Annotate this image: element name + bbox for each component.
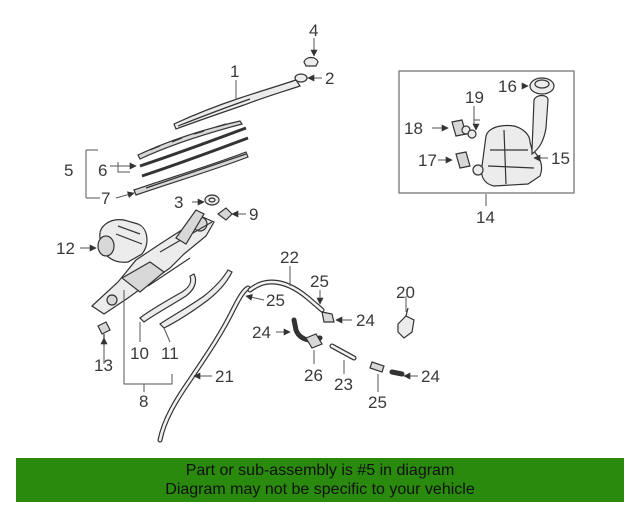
callout-24-c: 24	[421, 367, 440, 386]
washer-pump-upper	[451, 119, 471, 137]
callout-12: 12	[56, 239, 75, 258]
hose-clamp-a	[321, 311, 335, 323]
wiper-blade-upper	[137, 120, 243, 160]
callout-5: 5	[64, 161, 73, 180]
callout-26: 26	[304, 366, 323, 385]
callout-10: 10	[130, 344, 149, 363]
callout-24-b: 24	[252, 323, 271, 342]
washer-pump-lower	[455, 151, 484, 176]
bracket-5	[85, 149, 100, 199]
wiper-blade-lower	[133, 151, 249, 196]
callout-25-c: 25	[368, 393, 387, 412]
hose-connector	[369, 361, 405, 377]
callout-7: 7	[101, 189, 110, 208]
cowl-seal-right	[159, 269, 233, 329]
pump-grommet	[467, 129, 477, 139]
wiper-arm	[173, 79, 301, 130]
callout-19: 19	[465, 88, 484, 107]
washer-nozzle	[397, 307, 415, 339]
wiper-arm-cap	[294, 73, 308, 83]
washer-hose-upper	[247, 279, 325, 313]
callout-23: 23	[334, 375, 353, 394]
callout-14: 14	[476, 208, 495, 227]
bracket-6	[117, 162, 130, 173]
callout-21: 21	[215, 367, 234, 386]
callout-4: 4	[309, 21, 318, 40]
wiper-motor	[97, 219, 148, 263]
callout-16: 16	[498, 77, 517, 96]
leader-7	[115, 191, 135, 199]
reservoir-cap	[529, 77, 555, 95]
leader-25a	[245, 293, 265, 301]
pivot-washer	[204, 194, 220, 206]
cowl-seal-left	[139, 273, 197, 323]
wiper-linkage	[91, 209, 215, 315]
callout-18: 18	[404, 119, 423, 138]
callout-3: 3	[174, 193, 183, 212]
callout-11: 11	[161, 344, 179, 363]
blade-refill-lower	[141, 136, 249, 178]
washer-hose-short	[329, 343, 357, 361]
callout-24-a: 24	[356, 311, 375, 330]
callout-6: 6	[98, 161, 107, 180]
blade-refill-upper	[139, 126, 247, 168]
callout-2: 2	[325, 69, 334, 88]
callout-13: 13	[94, 356, 113, 375]
hose-joint	[305, 333, 323, 349]
washer-reservoir	[480, 94, 549, 187]
callout-22: 22	[280, 248, 299, 267]
callout-1: 1	[230, 62, 239, 81]
banner-line-2: Diagram may not be specific to your vehi…	[165, 481, 475, 498]
callout-20: 20	[396, 283, 415, 302]
cap-clip	[303, 56, 319, 67]
leader-11	[163, 327, 171, 343]
callout-25-a: 25	[266, 291, 285, 310]
washer-hose-long	[157, 285, 251, 443]
callout-8: 8	[139, 392, 148, 411]
banner-line-1: Part or sub-assembly is #5 in diagram	[185, 462, 455, 479]
callout-15: 15	[551, 149, 570, 168]
leader-19	[473, 106, 480, 124]
bracket-8	[123, 290, 173, 392]
pivot-nut	[217, 207, 233, 221]
notice-banner: Part or sub-assembly is #5 in diagram Di…	[16, 458, 624, 502]
callout-9: 9	[249, 205, 258, 224]
callout-17: 17	[418, 151, 437, 170]
callout-25-b: 25	[310, 272, 329, 291]
reservoir-inset-box	[398, 70, 575, 194]
